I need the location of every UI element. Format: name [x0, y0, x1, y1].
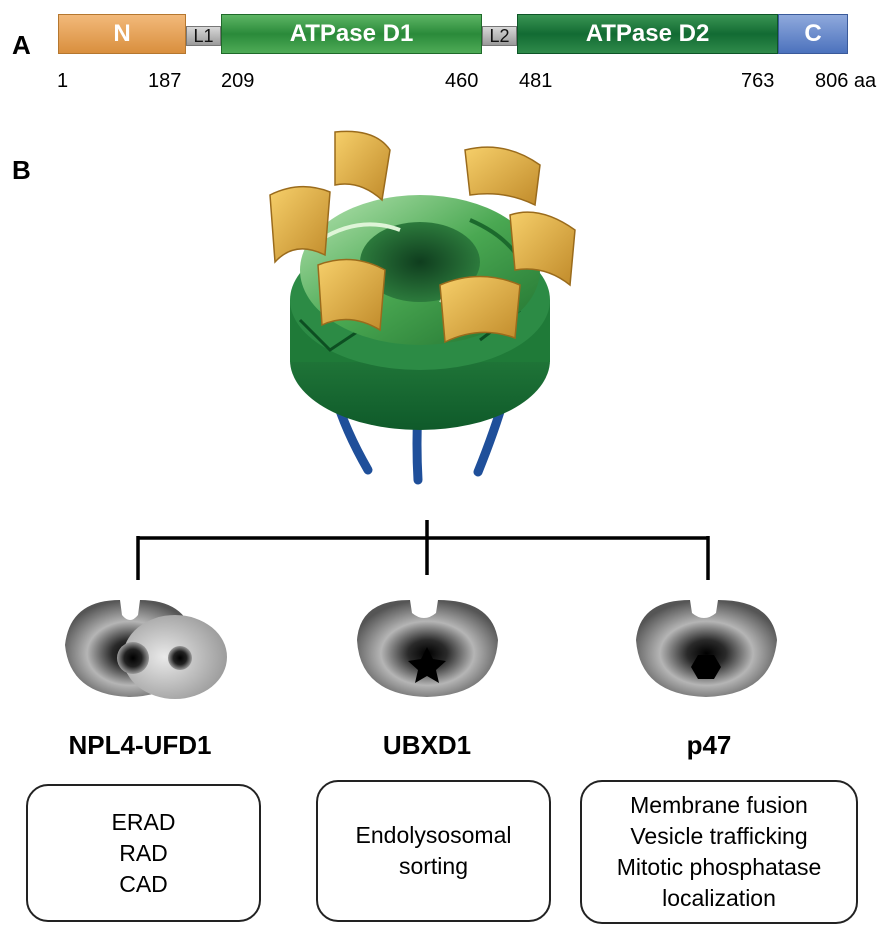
c-domain: C — [778, 14, 848, 54]
function-item: Mitotic phosphatase — [616, 854, 822, 880]
position-209: 209 — [221, 70, 255, 92]
atpase-d2-domain: ATPase D2 — [517, 14, 778, 54]
function-item: ERAD — [111, 808, 176, 835]
l2-linker: L2 — [482, 26, 517, 46]
l1-linker: L1 — [186, 26, 221, 46]
position-460: 460 — [445, 70, 479, 92]
function-item: sorting — [398, 853, 469, 879]
panel-b-label: B — [12, 155, 31, 185]
panel-a-label: A — [12, 30, 31, 60]
p97-hexamer-illustration — [269, 130, 576, 485]
function-item: localization — [662, 885, 776, 911]
n-domain: N — [58, 14, 186, 54]
ubxd1-icon — [357, 600, 498, 697]
position-763: 763 — [741, 70, 775, 92]
adaptor-name-npl4-ufd1: NPL4-UFD1 — [68, 730, 212, 760]
adaptor-name-ubxd1: UBXD1 — [382, 730, 472, 760]
p47-functions-box: Membrane fusion Vesicle trafficking Mito… — [580, 780, 858, 924]
n-domains — [269, 130, 576, 344]
position-806: 806 aa — [815, 70, 877, 92]
ubxd1-functions-box: Endolysosomal sorting — [316, 780, 551, 922]
function-item: Membrane fusion — [630, 792, 808, 818]
atpase-d1-domain: ATPase D1 — [221, 14, 482, 54]
p47-icon — [636, 600, 777, 697]
npl4-ufd1-icon — [65, 600, 227, 699]
adaptor-name-p47: p47 — [686, 730, 732, 760]
function-item: RAD — [119, 839, 168, 866]
adaptor-icons — [65, 600, 777, 699]
npl4-ufd1-functions-box: ERAD RAD CAD — [26, 784, 261, 922]
position-481: 481 — [519, 70, 553, 92]
adaptor-bracket — [136, 520, 710, 580]
function-item: Endolysosomal — [355, 822, 512, 848]
position-1: 1 — [57, 70, 69, 92]
function-item: Vesicle trafficking — [630, 823, 808, 849]
position-187: 187 — [148, 70, 182, 92]
function-item: CAD — [119, 870, 168, 897]
